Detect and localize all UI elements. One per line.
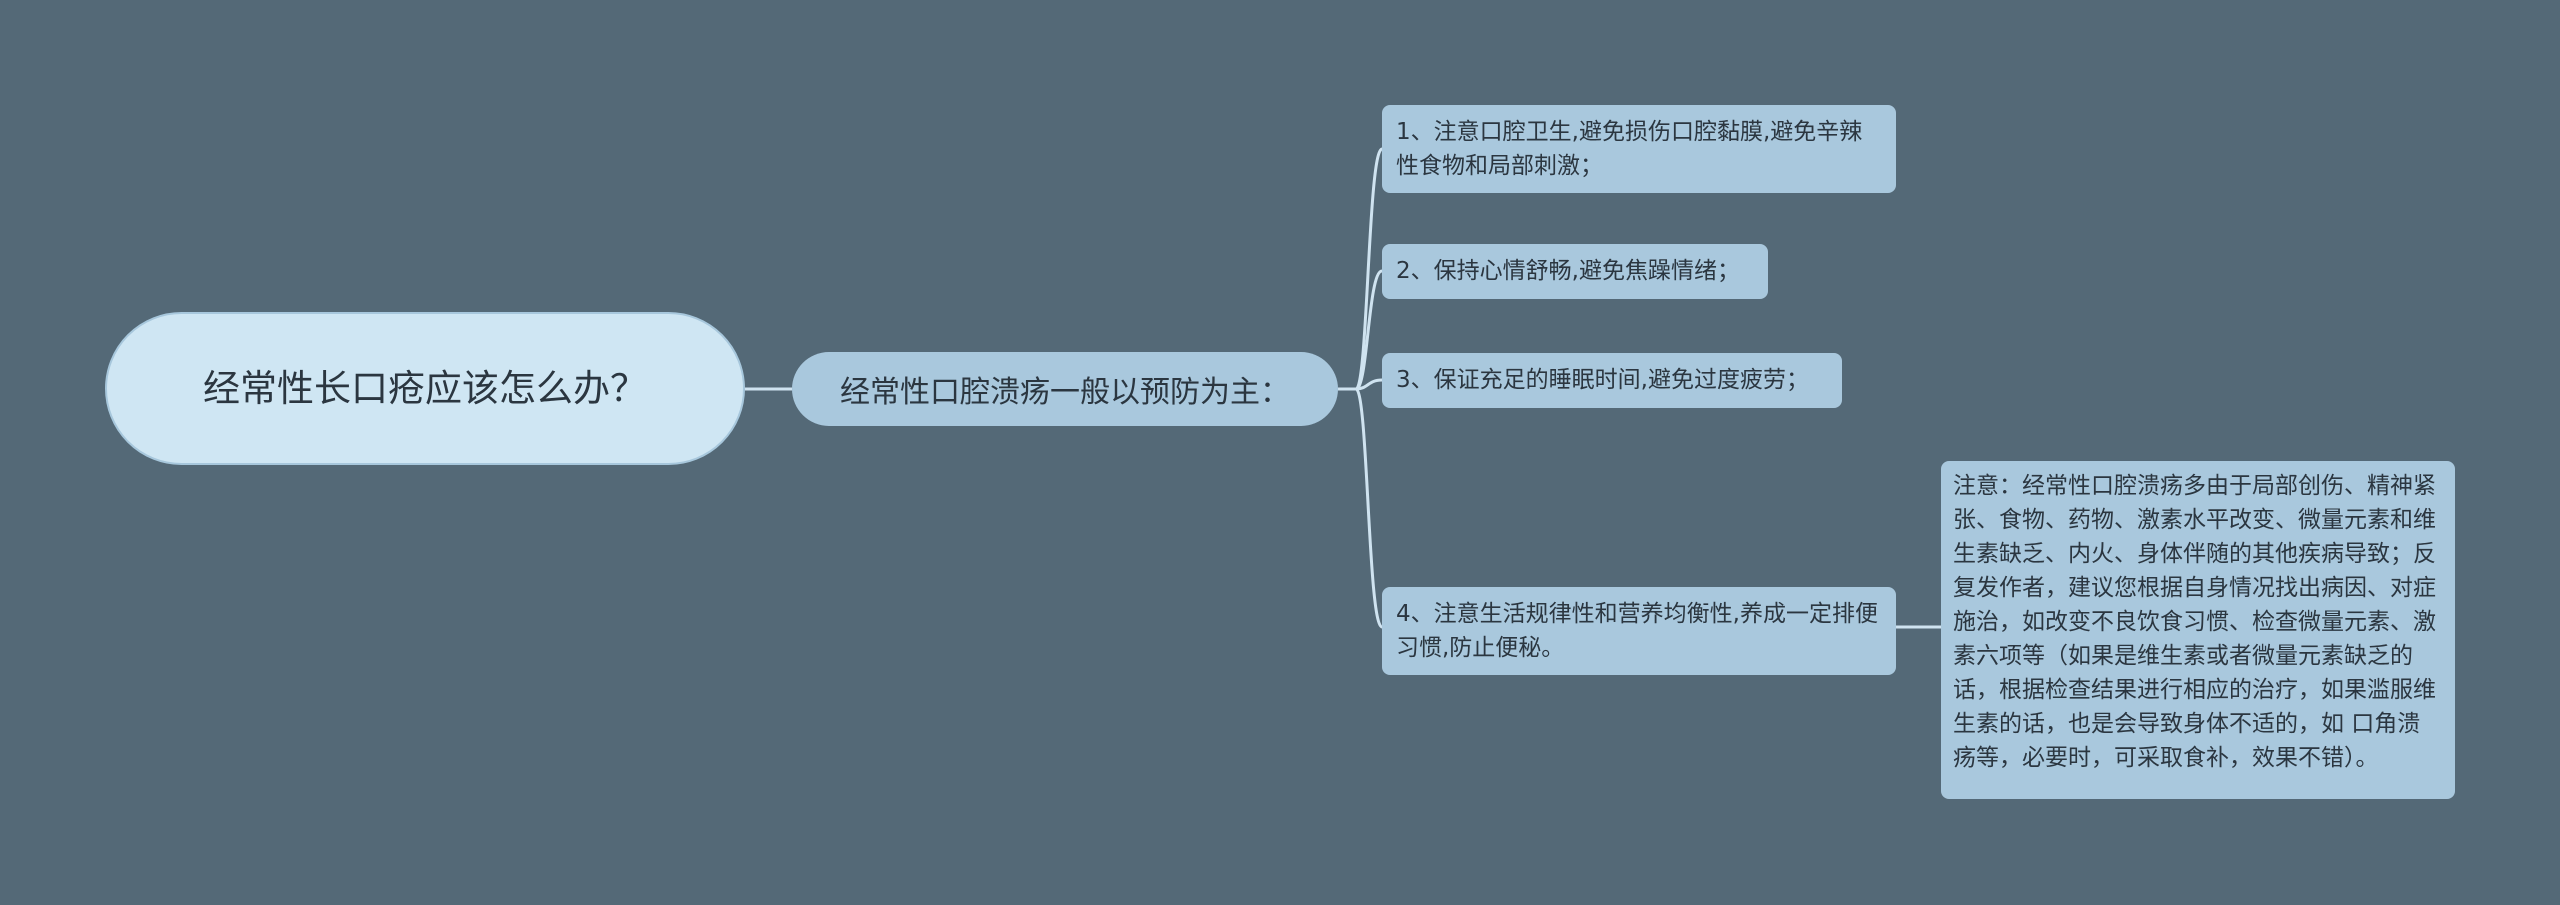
root-topic-text: 经常性长口疮应该怎么办？ xyxy=(203,366,647,410)
subtopic-2-text: 2、保持心情舒畅,避免焦躁情绪； xyxy=(1396,258,1740,284)
connector-branch-item-4 xyxy=(1338,387,1384,629)
root-topic[interactable]: 经常性长口疮应该怎么办？ xyxy=(105,312,745,465)
subtopic-3-text: 3、保证充足的睡眠时间,避免过度疲劳； xyxy=(1396,367,1809,393)
branch-topic-text: 经常性口腔溃疡一般以预防为主： xyxy=(840,375,1290,410)
note-topic[interactable]: 注意：经常性口腔溃疡多由于局部创伤、精神紧张、食物、药物、激素水平改变、微量元素… xyxy=(1941,461,2455,799)
subtopic-3[interactable]: 3、保证充足的睡眠时间,避免过度疲劳； xyxy=(1382,353,1842,408)
subtopic-2[interactable]: 2、保持心情舒畅,避免焦躁情绪； xyxy=(1382,244,1768,299)
branch-topic[interactable]: 经常性口腔溃疡一般以预防为主： xyxy=(792,352,1338,426)
subtopic-1-text: 1、注意口腔卫生,避免损伤口腔黏膜,避免辛辣性食物和局部刺激； xyxy=(1396,119,1863,179)
connector-branch-item-1 xyxy=(1338,147,1384,391)
subtopic-1[interactable]: 1、注意口腔卫生,避免损伤口腔黏膜,避免辛辣性食物和局部刺激； xyxy=(1382,105,1896,193)
note-topic-text: 注意：经常性口腔溃疡多由于局部创伤、精神紧张、食物、药物、激素水平改变、微量元素… xyxy=(1953,473,2436,771)
subtopic-4[interactable]: 4、注意生活规律性和营养均衡性,养成一定排便习惯,防止便秘。 xyxy=(1382,587,1896,675)
subtopic-4-text: 4、注意生活规律性和营养均衡性,养成一定排便习惯,防止便秘。 xyxy=(1396,601,1878,661)
